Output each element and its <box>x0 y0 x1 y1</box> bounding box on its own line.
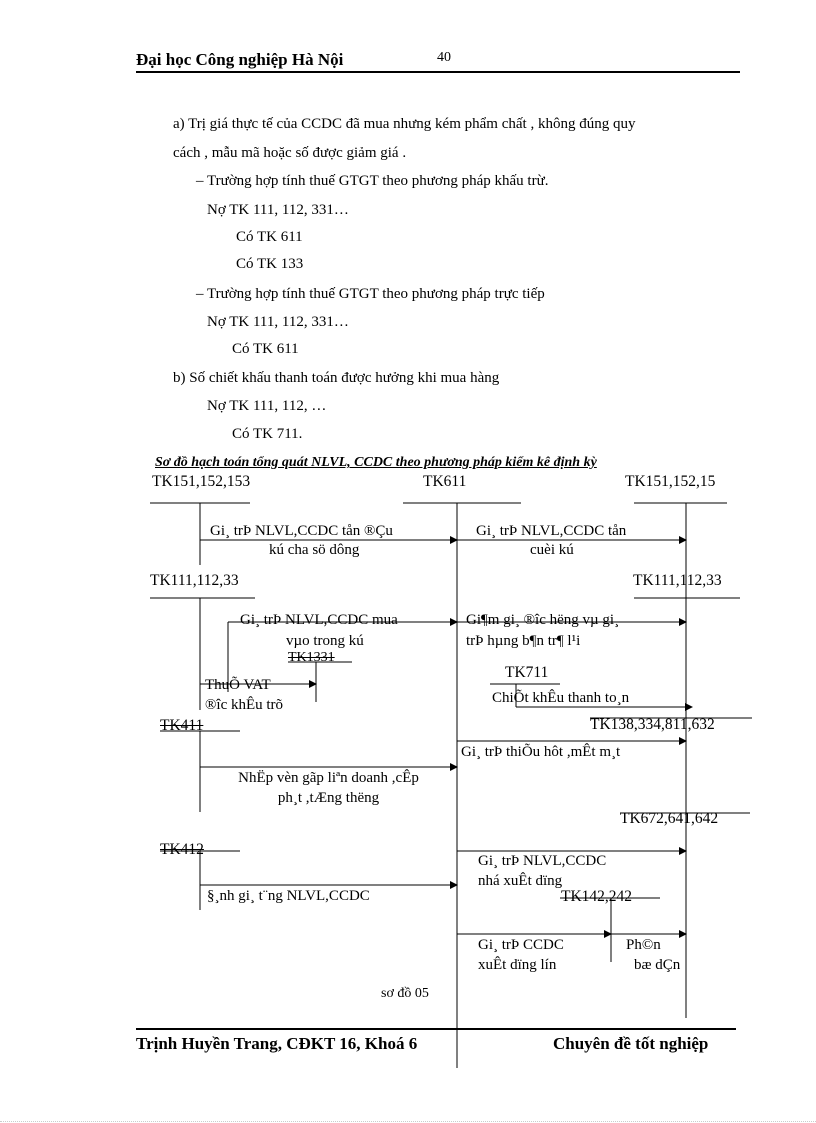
text-line-a6: Có TK 133 <box>236 256 304 272</box>
label-vat: ThuÕ VAT <box>205 677 271 693</box>
account-tk711: TK711 <box>505 664 549 681</box>
footer-rule <box>136 1028 736 1030</box>
footer-author: Trịnh Huyền Trang, CĐKT 16, Khoá 6 <box>136 1034 418 1053</box>
account-tk111-right: TK111,112,33 <box>633 572 722 589</box>
label-allocation: Ph©n <box>626 937 661 953</box>
account-tk611: TK611 <box>423 473 467 490</box>
label-purchase-2: vµo trong kú <box>286 633 364 649</box>
text-line-b2: Nợ TK 111, 112, … <box>207 398 327 414</box>
account-tk138: TK138,334,811,632 <box>590 716 715 733</box>
label-vat-2: ®îc khÊu trõ <box>205 697 284 713</box>
label-small-issue: Gi¸ trÞ NLVL,CCDC <box>478 853 607 869</box>
page-bottom-edge <box>0 1121 816 1122</box>
text-line-a7: – Trường hợp tính thuế GTGT theo phương … <box>196 286 545 302</box>
label-purchase: Gi¸ trÞ NLVL,CCDC mua <box>240 612 398 628</box>
text-line-a4: Nợ TK 111, 112, 331… <box>207 202 349 218</box>
text-line-a8: Nợ TK 111, 112, 331… <box>207 314 349 330</box>
label-small-issue-2: nhá xuÊt dïng <box>478 873 563 889</box>
text-line-a5: Có TK 611 <box>236 229 303 245</box>
label-large-issue: Gi¸ trÞ CCDC <box>478 937 564 953</box>
account-tk411: TK411 <box>160 717 204 734</box>
page-number: 40 <box>437 50 451 65</box>
label-opening-balance: Gi¸ trÞ NLVL,CCDC tån ®Çu <box>210 523 393 539</box>
label-discount-returns-2: trÞ hµng b¶n tr¶ l¹i <box>466 633 581 649</box>
label-large-issue-2: xuÊt dïng lín <box>478 957 557 973</box>
text-line-a9: Có TK 611 <box>232 341 299 357</box>
account-tk672: TK672,641,642 <box>620 810 719 827</box>
header-title: Đại học Công nghiệp Hà Nội <box>136 50 344 69</box>
account-tk111-left: TK111,112,33 <box>150 572 239 589</box>
text-line-a1: a) Trị giá thực tế của CCDC đã mua nhưng… <box>173 116 636 132</box>
label-opening-balance-2: kú cha sö dông <box>269 542 360 558</box>
account-tk151-right: TK151,152,15 <box>625 473 716 490</box>
diagram-caption: sơ đồ 05 <box>381 986 429 1001</box>
label-shortage: Gi¸ trÞ thiÕu hôt ,mÊt m¸t <box>461 744 621 760</box>
label-discount-returns: Gi¶m gi¸ ®îc hëng vµ gi¸ <box>466 612 620 628</box>
account-tk1331: TK1331 <box>288 650 335 665</box>
text-line-b1: b) Số chiết khấu thanh toán được hưởng k… <box>173 370 500 386</box>
text-line-b3: Có TK 711. <box>232 426 303 442</box>
diagram-title: Sơ đồ hạch toán tổng quát NLVL, CCDC the… <box>155 455 597 470</box>
label-capital-contribution-2: ph¸t ,tÆng thëng <box>277 790 380 806</box>
footer-subject: Chuyên đề tốt nghiệp <box>553 1034 709 1053</box>
account-tk412: TK412 <box>160 841 204 858</box>
label-revaluation: §¸nh gi¸ t¨ng NLVL,CCDC <box>207 888 370 904</box>
label-closing-balance-2: cuèi kú <box>530 542 574 558</box>
text-line-a2: cách , mẫu mã hoặc số được giảm giá . <box>173 145 407 161</box>
label-capital-contribution: NhËp vèn gãp liªn doanh ,cÊp <box>238 770 419 786</box>
account-tk151-left: TK151,152,153 <box>152 473 251 490</box>
account-tk142: TK142,242 <box>561 888 633 905</box>
header-rule <box>136 71 740 73</box>
label-allocation-2: bæ dÇn <box>634 957 681 973</box>
label-payment-discount: ChiÕt khÊu thanh to¸n <box>492 690 630 706</box>
label-closing-balance: Gi¸ trÞ NLVL,CCDC tån <box>476 523 627 539</box>
text-line-a3: – Trường hợp tính thuế GTGT theo phương … <box>196 173 549 189</box>
